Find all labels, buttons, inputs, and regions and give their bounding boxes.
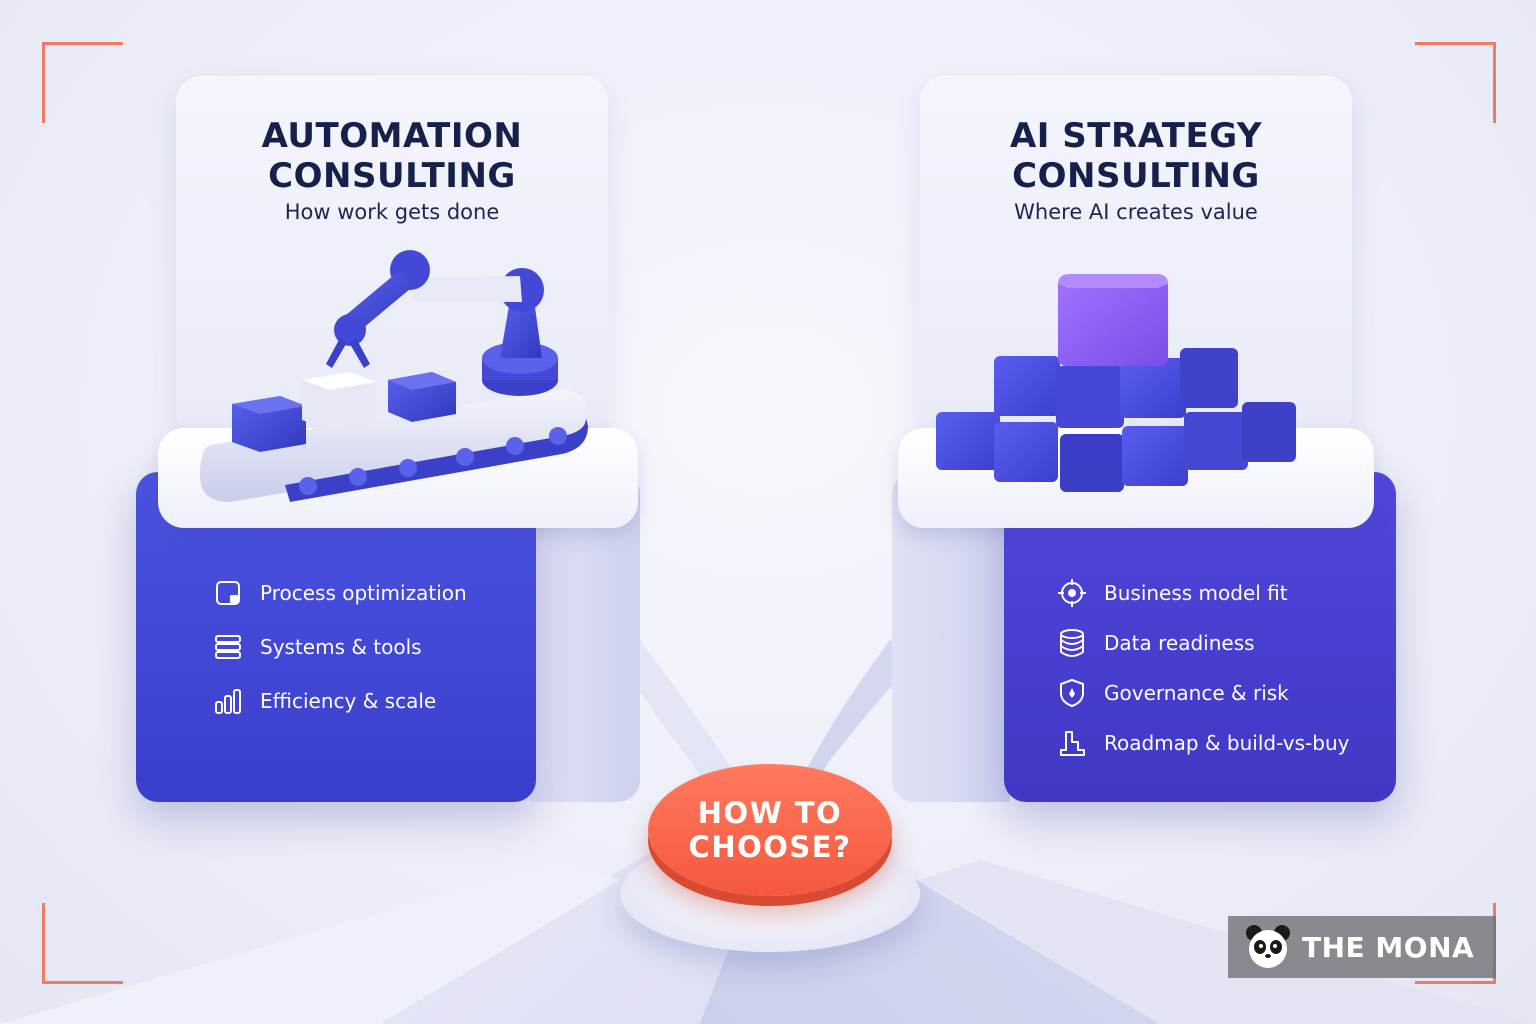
card-subtitle: How work gets done: [284, 200, 500, 224]
robot-arm-conveyor-icon: [200, 250, 589, 502]
feature-label: Systems & tools: [260, 635, 422, 659]
square-icon: [212, 577, 244, 609]
feature-label: Efficiency & scale: [260, 689, 437, 713]
corner-mark-bottom-left: [42, 903, 123, 984]
feature-systems-tools: Systems & tools: [212, 630, 467, 664]
cube-pyramid-icon: [936, 274, 1296, 492]
card-title: AI STRATEGY CONSULTING: [1009, 116, 1263, 196]
feature-label: Governance & risk: [1104, 681, 1289, 705]
button-label: HOW TO CHOOSE?: [688, 796, 852, 864]
feature-business-model-fit: Business model fit: [1056, 576, 1349, 610]
feature-label: Data readiness: [1104, 631, 1255, 655]
ai-strategy-features: Business model fit Data readiness Govern…: [1056, 576, 1349, 776]
automation-features: Process optimization Systems & tools Eff…: [212, 576, 467, 738]
roadmap-icon: [1056, 727, 1088, 759]
feature-label: Process optimization: [260, 581, 467, 605]
feature-label: Roadmap & build-vs-buy: [1104, 731, 1350, 755]
automation-consulting-card: AUTOMATION CONSULTING How work gets done: [176, 76, 608, 436]
target-icon: [1056, 577, 1088, 609]
corner-mark-top-right: [1415, 42, 1496, 123]
feature-roadmap-build-vs-buy: Roadmap & build-vs-buy: [1056, 726, 1349, 760]
feature-efficiency-scale: Efficiency & scale: [212, 684, 467, 718]
feature-data-readiness: Data readiness: [1056, 626, 1349, 660]
feature-label: Business model fit: [1104, 581, 1288, 605]
card-title: AUTOMATION CONSULTING: [261, 116, 523, 196]
bar-chart-icon: [212, 685, 244, 717]
feature-process-optimization: Process optimization: [212, 576, 467, 610]
panda-icon: [1246, 925, 1290, 968]
brand-logo: THE MONA: [1228, 916, 1496, 978]
shield-icon: [1056, 677, 1088, 709]
how-to-choose-button[interactable]: HOW TO CHOOSE?: [648, 764, 892, 896]
feature-governance-risk: Governance & risk: [1056, 676, 1349, 710]
database-icon: [1056, 627, 1088, 659]
corner-mark-top-left: [42, 42, 123, 123]
server-stack-icon: [212, 631, 244, 663]
brand-name: THE MONA: [1302, 930, 1475, 964]
card-subtitle: Where AI creates value: [1014, 200, 1258, 224]
